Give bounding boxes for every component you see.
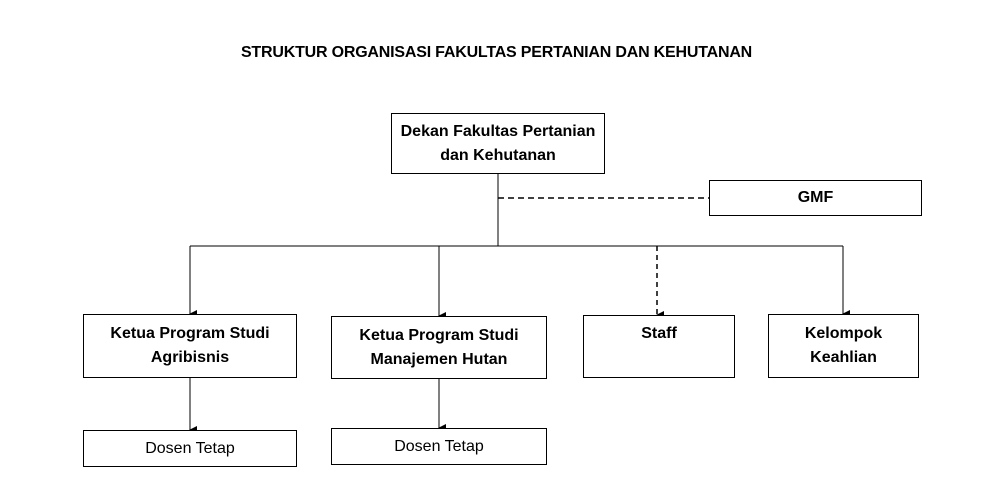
node-kps-manajemen-hutan-line1: Ketua Program Studi — [359, 326, 519, 344]
node-gmf-label: GMF — [797, 189, 834, 206]
node-kps-agribisnis-line1: Ketua Program Studi — [110, 325, 270, 342]
node-dekan-line1: Dekan Fakultas Pertanian — [400, 122, 596, 140]
node-kps-manajemen-hutan: Ketua Program Studi Manajemen Hutan — [331, 316, 547, 379]
node-dosen-agribisnis-label: Dosen Tetap — [145, 439, 235, 457]
node-kelompok-keahlian-line2: Keahlian — [810, 349, 877, 366]
node-kelompok-keahlian: Kelompok Keahlian — [768, 314, 919, 378]
node-kps-agribisnis-line2: Agribisnis — [150, 349, 230, 366]
node-dosen-agribisnis: Dosen Tetap — [83, 430, 297, 467]
node-dekan: Dekan Fakultas Pertanian dan Kehutanan — [391, 113, 605, 174]
node-dekan-line2: dan Kehutanan — [440, 146, 556, 164]
diagram-title: STRUKTUR ORGANISASI FAKULTAS PERTANIAN D… — [240, 44, 753, 61]
node-gmf: GMF — [709, 180, 922, 216]
node-staff-label: Staff — [641, 325, 677, 342]
node-kps-agribisnis: Ketua Program Studi Agribisnis — [83, 314, 297, 378]
node-staff: Staff — [583, 315, 735, 378]
node-dosen-manajemen-hutan: Dosen Tetap — [331, 428, 547, 465]
node-kps-manajemen-hutan-line2: Manajemen Hutan — [370, 350, 508, 368]
node-dosen-manajemen-hutan-label: Dosen Tetap — [394, 437, 484, 455]
node-kelompok-keahlian-line1: Kelompok — [804, 325, 883, 342]
